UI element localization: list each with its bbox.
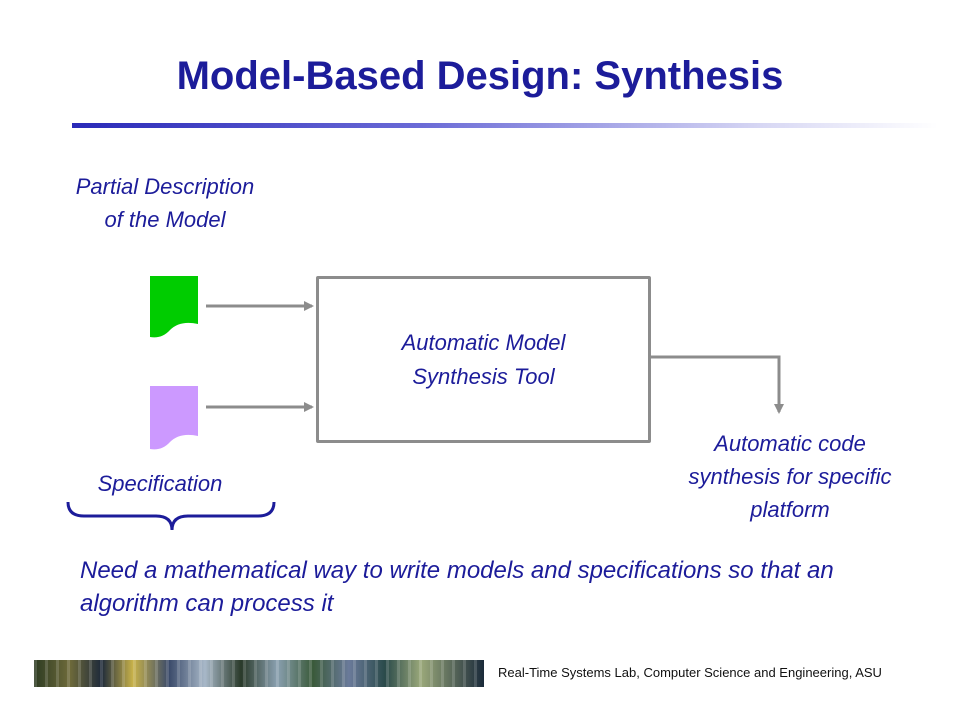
footer-credit: Real-Time Systems Lab, Computer Science … [498,665,882,680]
specification-label: Specification [97,471,223,496]
synthesis-tool-box: Automatic Model Synthesis Tool [316,276,651,443]
output-label: Automatic code synthesis for specific pl… [688,431,892,522]
synthesis-tool-label: Automatic Model Synthesis Tool [401,329,566,389]
tool-to-output-arrow [650,355,784,414]
grouping-brace [66,501,276,531]
title-underline [72,123,938,128]
slide-title: Model-Based Design: Synthesis [176,54,784,98]
partial-description-label: Partial Description of the Model [75,174,255,232]
specification-document-icon [150,386,198,450]
explanation-note: Need a mathematical way to write models … [80,557,834,617]
footer-photo-strip [34,660,484,687]
partial-description-document-icon [150,276,198,338]
